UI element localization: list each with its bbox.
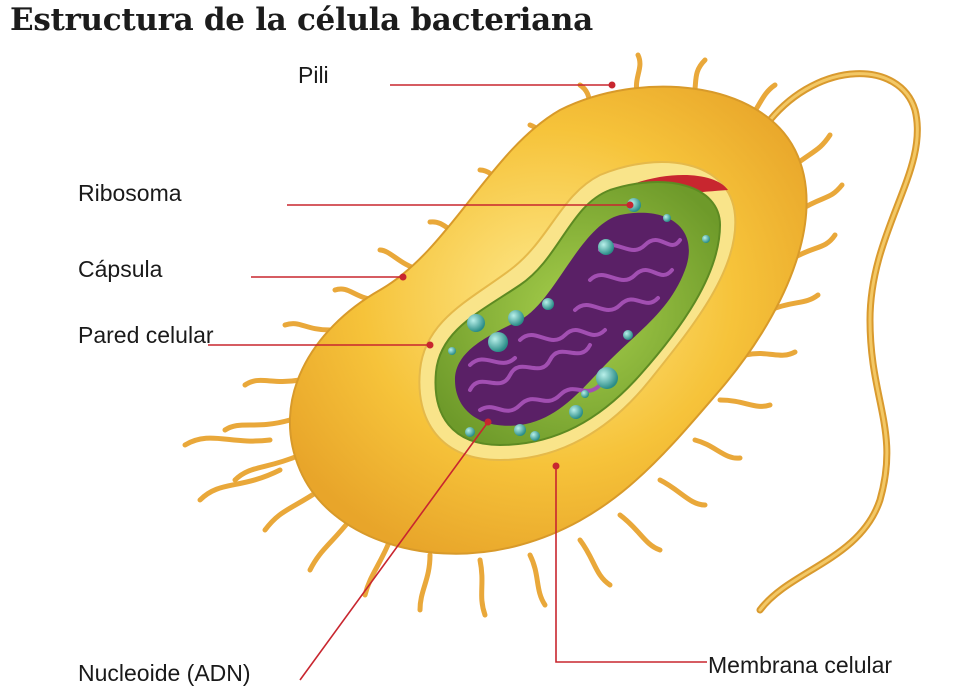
label-ribosoma: Ribosoma: [78, 180, 182, 206]
label-nucleoide: Nucleoide (ADN): [78, 660, 251, 686]
label-membrana-celular: Membrana celular: [708, 652, 893, 678]
label-pili: Pili: [298, 62, 329, 88]
diagram-title: Estructura de la célula bacteriana: [10, 2, 593, 38]
ribosomes: [448, 198, 710, 441]
label-capsula: Cápsula: [78, 256, 163, 282]
leader-lines: [208, 84, 707, 681]
leader-dots: [399, 81, 634, 470]
label-pared-celular: Pared celular: [78, 322, 214, 348]
